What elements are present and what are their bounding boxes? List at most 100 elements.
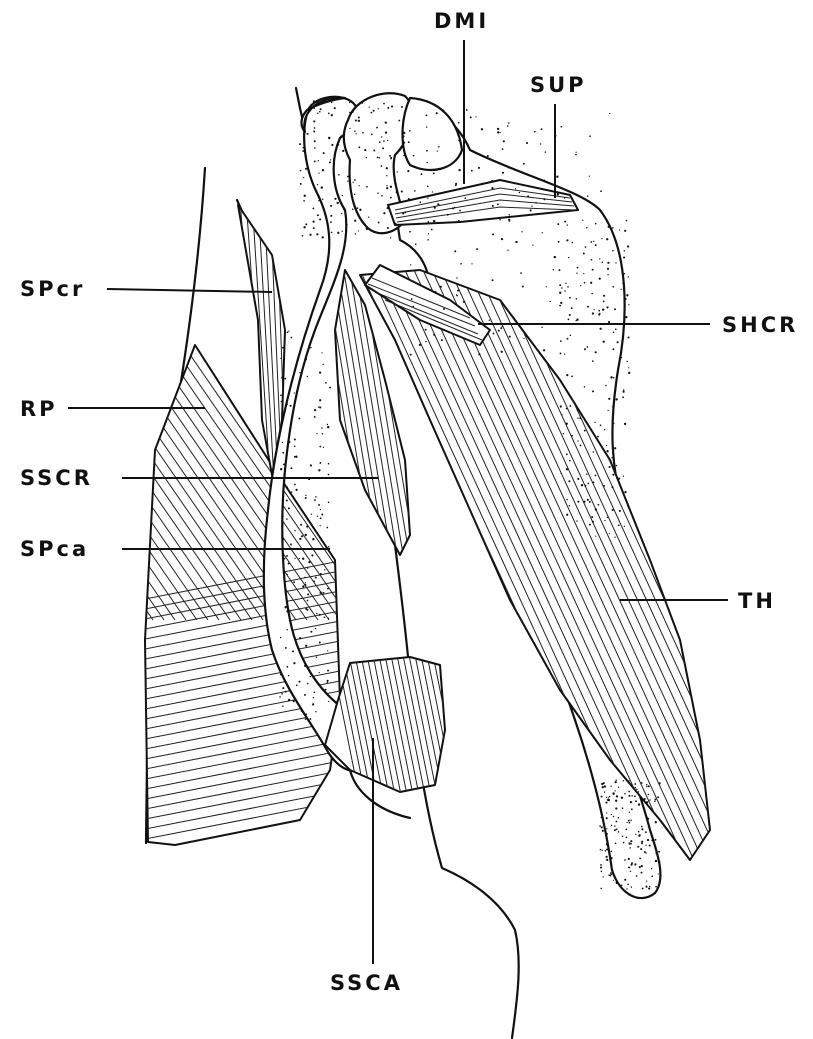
stipple-dot	[636, 875, 638, 877]
stipple-dot	[601, 817, 602, 818]
stipple-dot	[586, 473, 588, 475]
stipple-dot	[387, 140, 388, 141]
stipple-dot	[606, 238, 608, 240]
stipple-dot	[471, 170, 473, 172]
stipple-dot	[628, 367, 629, 368]
stipple-dot	[409, 231, 411, 233]
stipple-dot	[433, 334, 435, 336]
stipple-dot	[454, 207, 455, 208]
stipple-dot	[589, 135, 591, 137]
stipple-dot	[301, 710, 303, 712]
stipple-dot	[531, 205, 532, 206]
stipple-dot	[595, 351, 597, 353]
stipple-dot	[459, 210, 461, 212]
stipple-dot	[561, 287, 563, 289]
stipple-dot	[315, 496, 317, 498]
stipple-dot	[606, 849, 608, 851]
stipple-dot	[628, 858, 630, 860]
stipple-dot	[613, 793, 615, 795]
stipple-dot	[443, 308, 445, 310]
stipple-dot	[359, 209, 361, 211]
stipple-dot	[358, 120, 360, 122]
stipple-dot	[334, 107, 336, 109]
stipple-dot	[282, 705, 283, 706]
stipple-dot	[300, 183, 302, 185]
stipple-dot	[319, 218, 321, 220]
stipple-dot	[349, 183, 351, 185]
stipple-dot	[616, 780, 617, 781]
stipple-dot	[568, 257, 569, 258]
stipple-dot	[340, 202, 342, 204]
stipple-dot	[452, 207, 454, 209]
stipple-dot	[293, 700, 295, 702]
stipple-dot	[314, 160, 316, 162]
stipple-dot	[492, 233, 494, 235]
stipple-dot	[560, 302, 562, 304]
stipple-dot	[358, 230, 359, 231]
stipple-dot	[304, 577, 305, 578]
stipple-dot	[410, 264, 411, 265]
stipple-dot	[294, 456, 296, 458]
stipple-dot	[455, 185, 457, 187]
stipple-dot	[651, 868, 652, 869]
stipple-dot	[595, 475, 597, 477]
stipple-dot	[290, 405, 292, 407]
stipple-dot	[575, 152, 576, 153]
stipple-dot	[489, 320, 490, 321]
stipple-dot	[560, 340, 562, 342]
stipple-dot	[371, 134, 373, 136]
stipple-dot	[361, 102, 363, 104]
stipple-dot	[622, 391, 624, 393]
stipple-dot	[606, 306, 608, 308]
stipple-dot	[626, 888, 627, 889]
stipple-dot	[612, 286, 614, 288]
stipple-dot	[638, 835, 640, 837]
stipple-dot	[305, 223, 307, 225]
label-shcr-text: SHCR	[722, 313, 798, 337]
stipple-dot	[606, 453, 607, 454]
stipple-dot	[615, 781, 617, 783]
stipple-dot	[313, 697, 314, 698]
stipple-dot	[328, 618, 329, 619]
stipple-dot	[523, 338, 524, 339]
stipple-dot	[584, 386, 585, 387]
stipple-dot	[319, 371, 321, 373]
stipple-dot	[403, 142, 405, 144]
stipple-dot	[598, 310, 600, 312]
stipple-dot	[623, 476, 624, 477]
stipple-dot	[294, 438, 296, 440]
stipple-dot	[326, 527, 328, 529]
stipple-dot	[507, 250, 508, 251]
stipple-dot	[634, 783, 636, 785]
stipple-dot	[623, 389, 625, 391]
stipple-dot	[447, 214, 449, 216]
stipple-dot	[658, 851, 660, 853]
stipple-dot	[598, 504, 600, 506]
stipple-dot	[427, 221, 429, 223]
stipple-dot	[577, 501, 579, 503]
stipple-dot	[566, 374, 568, 376]
stipple-dot	[591, 293, 592, 294]
stipple-dot	[365, 99, 366, 100]
stipple-dot	[433, 173, 435, 175]
stipple-dot	[497, 203, 499, 205]
stipple-dot	[609, 113, 610, 114]
stipple-dot	[342, 231, 343, 232]
stipple-dot	[608, 797, 609, 798]
stipple-dot	[612, 227, 614, 229]
stipple-dot	[311, 554, 313, 556]
stipple-dot	[286, 610, 288, 612]
stipple-dot	[649, 844, 651, 846]
stipple-dot	[330, 159, 331, 160]
stipple-dot	[615, 328, 617, 330]
stipple-dot	[614, 829, 616, 831]
stipple-dot	[319, 399, 321, 401]
stipple-dot	[654, 798, 656, 800]
stipple-dot	[316, 613, 318, 615]
stipple-dot	[317, 103, 319, 105]
stipple-dot	[508, 122, 510, 124]
stipple-dot	[328, 501, 330, 503]
stipple-dot	[634, 795, 636, 797]
stipple-dot	[330, 205, 332, 207]
stipple-dot	[340, 136, 342, 138]
